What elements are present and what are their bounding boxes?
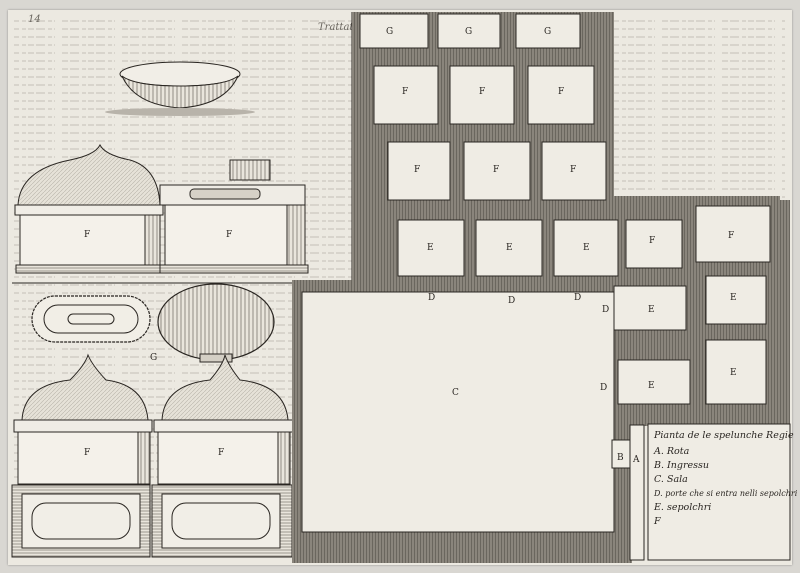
room-e-6 bbox=[617, 359, 691, 405]
label-sarcophagus-3: F bbox=[84, 448, 90, 458]
fluted-bowl bbox=[105, 61, 255, 116]
room-f-8 bbox=[695, 205, 771, 263]
label-e-6: E bbox=[648, 381, 655, 391]
label-f-5: F bbox=[493, 165, 499, 175]
label-f-4: F bbox=[414, 165, 420, 175]
room-e-5 bbox=[705, 275, 767, 325]
room-f-5 bbox=[463, 141, 531, 201]
room-e-2 bbox=[475, 219, 543, 277]
room-e-3 bbox=[553, 219, 619, 277]
label-g-2: G bbox=[465, 27, 472, 37]
room-f-3 bbox=[527, 65, 595, 125]
sarcophagus-domed-4: F bbox=[153, 354, 295, 485]
label-f-7: F bbox=[649, 236, 655, 246]
label-e-3: E bbox=[583, 243, 590, 253]
fluted-melon-lid: G bbox=[150, 283, 275, 363]
label-g-1: G bbox=[386, 27, 393, 37]
label-door-3: D bbox=[574, 293, 581, 303]
label-door-5: D bbox=[600, 383, 607, 393]
label-e-2: E bbox=[506, 243, 513, 253]
hall-c bbox=[301, 291, 615, 533]
label-e-4: E bbox=[648, 305, 655, 315]
room-e-7 bbox=[705, 339, 767, 405]
sarcophagus-open-2: F bbox=[159, 159, 309, 274]
label-sarcophagus-4: F bbox=[218, 448, 224, 458]
room-f-7 bbox=[625, 219, 683, 269]
label-door-1: D bbox=[428, 293, 435, 303]
room-e-1 bbox=[397, 219, 465, 277]
label-sarcophagus-1: F bbox=[84, 230, 90, 240]
label-b: B bbox=[617, 453, 624, 463]
legend-item-b: B. Ingressu bbox=[653, 460, 709, 471]
legend-item-c: C. Sala bbox=[654, 474, 688, 485]
sarcophagus-domed-1: F bbox=[14, 143, 165, 274]
legend-item-d: D. porte che si entra nelli sepolchri bbox=[653, 489, 798, 498]
label-f-8: F bbox=[728, 231, 734, 241]
room-f-1 bbox=[373, 65, 439, 125]
label-door-2: D bbox=[508, 296, 515, 306]
legend-item-a: A. Rota bbox=[653, 446, 690, 457]
label-e-5: E bbox=[730, 293, 737, 303]
label-g-3: G bbox=[544, 27, 551, 37]
label-hall-c: C bbox=[452, 388, 459, 398]
label-f-1: F bbox=[402, 87, 408, 97]
scalloped-oval-lid bbox=[31, 295, 151, 343]
plate-number: 14 bbox=[28, 14, 41, 25]
passage-a bbox=[629, 424, 645, 561]
label-e-7: E bbox=[730, 368, 737, 378]
room-f-4 bbox=[387, 141, 451, 201]
label-sarcophagus-2: F bbox=[226, 230, 232, 240]
room-f-6 bbox=[541, 141, 607, 201]
legend-item-f: F bbox=[653, 516, 661, 527]
room-e-4 bbox=[613, 285, 687, 331]
room-g-3 bbox=[515, 13, 581, 49]
room-f-2 bbox=[449, 65, 515, 125]
label-f-3: F bbox=[558, 87, 564, 97]
legend-title: Pianta de le spelunche Regie bbox=[653, 430, 794, 441]
legend-box bbox=[647, 423, 791, 561]
sarcophagus-domed-3: F bbox=[13, 353, 153, 485]
label-f-6: F bbox=[570, 165, 576, 175]
room-g-2 bbox=[437, 13, 501, 49]
label-f-2: F bbox=[479, 87, 485, 97]
legend-item-e: E. sepolchri bbox=[653, 502, 711, 513]
sarcophagus-bases bbox=[11, 484, 293, 558]
label-door-4: D bbox=[602, 305, 609, 315]
label-melon: G bbox=[150, 353, 157, 363]
label-e-1: E bbox=[427, 243, 434, 253]
room-g-1 bbox=[359, 13, 429, 49]
label-a: A bbox=[632, 455, 640, 465]
